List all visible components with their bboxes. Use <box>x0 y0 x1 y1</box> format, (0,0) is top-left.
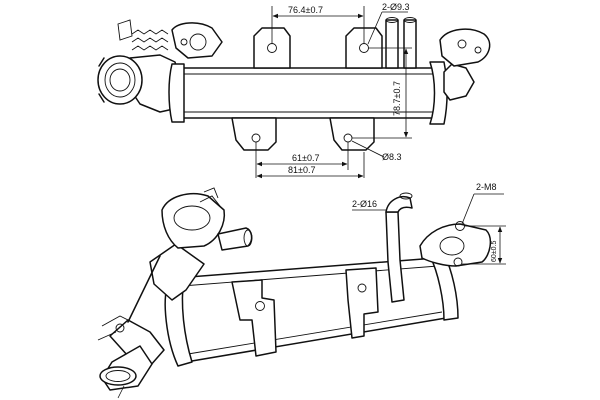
iso-inlet-assembly <box>97 255 165 399</box>
top-cooler-body <box>168 61 448 125</box>
dim-78-label: 78.7±0.7 <box>392 81 402 116</box>
dimension-2-holes-top: 2-Ø9.3 <box>367 2 410 45</box>
dim-81-label: 81±0.7 <box>288 165 315 175</box>
top-outlet-flange <box>439 28 491 101</box>
top-coolant-pipes <box>385 17 417 69</box>
iso-egr-valve <box>149 187 253 301</box>
dim-2-holes-label: 2-Ø9.3 <box>382 2 410 12</box>
iso-brackets <box>231 267 379 357</box>
dimension-phi-8-3: Ø8.3 <box>351 140 402 162</box>
iso-cooler-body <box>164 253 459 367</box>
iso-coolant-pipe <box>385 192 413 303</box>
dim-2m8-label: 2-M8 <box>476 182 497 192</box>
dim-2phi16-label: 2-Ø16 <box>352 199 377 209</box>
dim-phi-label: Ø8.3 <box>382 152 402 162</box>
dim-61-label: 61±0.7 <box>292 153 319 163</box>
dimension-2-phi-16: 2-Ø16 <box>352 199 386 211</box>
dimension-78-7: 78.7±0.7 <box>352 47 412 139</box>
dimension-76-4: 76.4±0.7 <box>271 5 365 44</box>
dim-76-label: 76.4±0.7 <box>288 5 323 15</box>
iso-view: 2-Ø16 2-M8 60±0.5 <box>97 182 506 399</box>
iso-outlet-flange <box>419 221 492 267</box>
dim-60-label: 60±0.5 <box>491 241 498 262</box>
dimension-2-m8: 2-M8 <box>461 182 504 225</box>
dimension-61-81: 61±0.7 81±0.7 <box>255 142 365 179</box>
dimension-60: 60±0.5 <box>462 225 506 265</box>
top-upper-brackets <box>253 27 383 69</box>
top-valve-housing <box>97 19 223 113</box>
top-lower-brackets <box>231 117 375 151</box>
top-view: 76.4±0.7 2-Ø9.3 78.7±0.7 61±0.7 81±0.7 <box>97 2 491 179</box>
